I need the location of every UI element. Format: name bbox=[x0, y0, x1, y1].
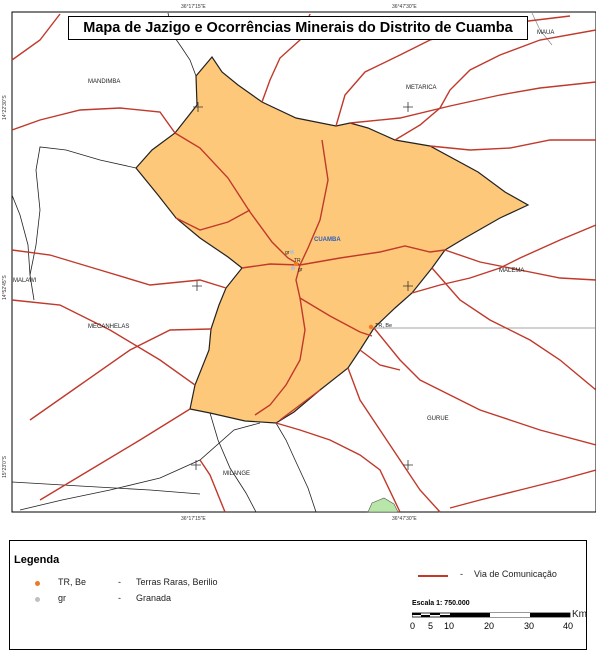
legend-road-dash: - bbox=[460, 569, 463, 579]
occurrence-tr-be-center bbox=[293, 261, 299, 267]
legend-gr-desc: Granada bbox=[136, 593, 172, 603]
place-mandimba: MANDIMBA bbox=[88, 79, 121, 85]
map-panel: Mapa de Jazigo e Ocorrências Minerais do… bbox=[2, 4, 596, 522]
coord-bottom-right: 36°47'30"E bbox=[392, 516, 417, 522]
place-mecanhelas: MECANHELAS bbox=[88, 324, 130, 330]
coord-bottom-left: 36°17'15"E bbox=[181, 516, 206, 522]
occurrence-tr-be-east bbox=[368, 324, 374, 330]
place-cuamba: CUAMBA bbox=[314, 237, 341, 243]
occurrence-gr-center bbox=[290, 265, 296, 271]
place-gurue: GURUE bbox=[427, 416, 449, 422]
scale-unit: Km bbox=[572, 609, 587, 620]
label-gr-center: gr bbox=[298, 267, 303, 273]
scale-title: Escala 1: 750.000 bbox=[412, 600, 470, 607]
scale-tick-5: 5 bbox=[428, 621, 434, 631]
scale-tick-40: 40 bbox=[563, 621, 574, 631]
label-gr-north: gr bbox=[285, 250, 290, 256]
map-canvas bbox=[11, 11, 596, 513]
scale-tick-0: 0 bbox=[410, 621, 416, 631]
roads bbox=[11, 13, 596, 513]
legend-road-line bbox=[418, 575, 448, 577]
occurrence-gr-north bbox=[290, 250, 294, 254]
grid-crosses bbox=[191, 102, 413, 470]
place-metarica: METARICA bbox=[406, 85, 437, 91]
coord-top-right: 36°47'30"E bbox=[392, 4, 417, 10]
map-title: Mapa de Jazigo e Ocorrências Minerais do… bbox=[68, 16, 528, 40]
legend-tr-be-symbol: TR, Be bbox=[58, 577, 87, 587]
legend-title: Legenda bbox=[14, 554, 60, 566]
legend-tr-be-dash: - bbox=[118, 577, 121, 587]
legend-panel: Legenda TR, Be - Terras Raras, Berilio g… bbox=[9, 540, 587, 650]
place-malema: MALEMA bbox=[499, 268, 525, 274]
label-tr-be-east: TR, Be bbox=[375, 323, 393, 329]
district-boundaries bbox=[11, 12, 317, 513]
coord-top-left: 36°17'15"E bbox=[181, 4, 206, 10]
coord-left-3: 15°23'0"S bbox=[2, 456, 8, 478]
cuamba-district bbox=[135, 56, 530, 424]
legend-road-label: Via de Comunicação bbox=[474, 569, 557, 579]
legend-gr-symbol: gr bbox=[58, 593, 67, 603]
mineral-occurrences bbox=[290, 250, 374, 330]
label-tr-center: TR bbox=[294, 258, 301, 264]
place-milange: MILANGE bbox=[223, 471, 251, 477]
legend-tr-be-desc: Terras Raras, Berilio bbox=[136, 577, 218, 587]
coord-left-1: 14°22'30"S bbox=[2, 95, 8, 120]
scale-bar bbox=[412, 612, 571, 618]
legend-tr-be-dot bbox=[35, 581, 40, 586]
place-malawi: MALAWI bbox=[13, 278, 37, 284]
legend-gr-dash: - bbox=[118, 593, 121, 603]
scale-tick-10: 10 bbox=[444, 621, 455, 631]
legend-gr-dot bbox=[35, 597, 40, 602]
coord-left-2: 14°52'45"S bbox=[2, 275, 8, 300]
place-maua: MAUA bbox=[537, 30, 555, 36]
scale-tick-20: 20 bbox=[484, 621, 495, 631]
scale-tick-30: 30 bbox=[524, 621, 535, 631]
green-area bbox=[367, 497, 399, 513]
grey-boundaries bbox=[373, 12, 596, 329]
